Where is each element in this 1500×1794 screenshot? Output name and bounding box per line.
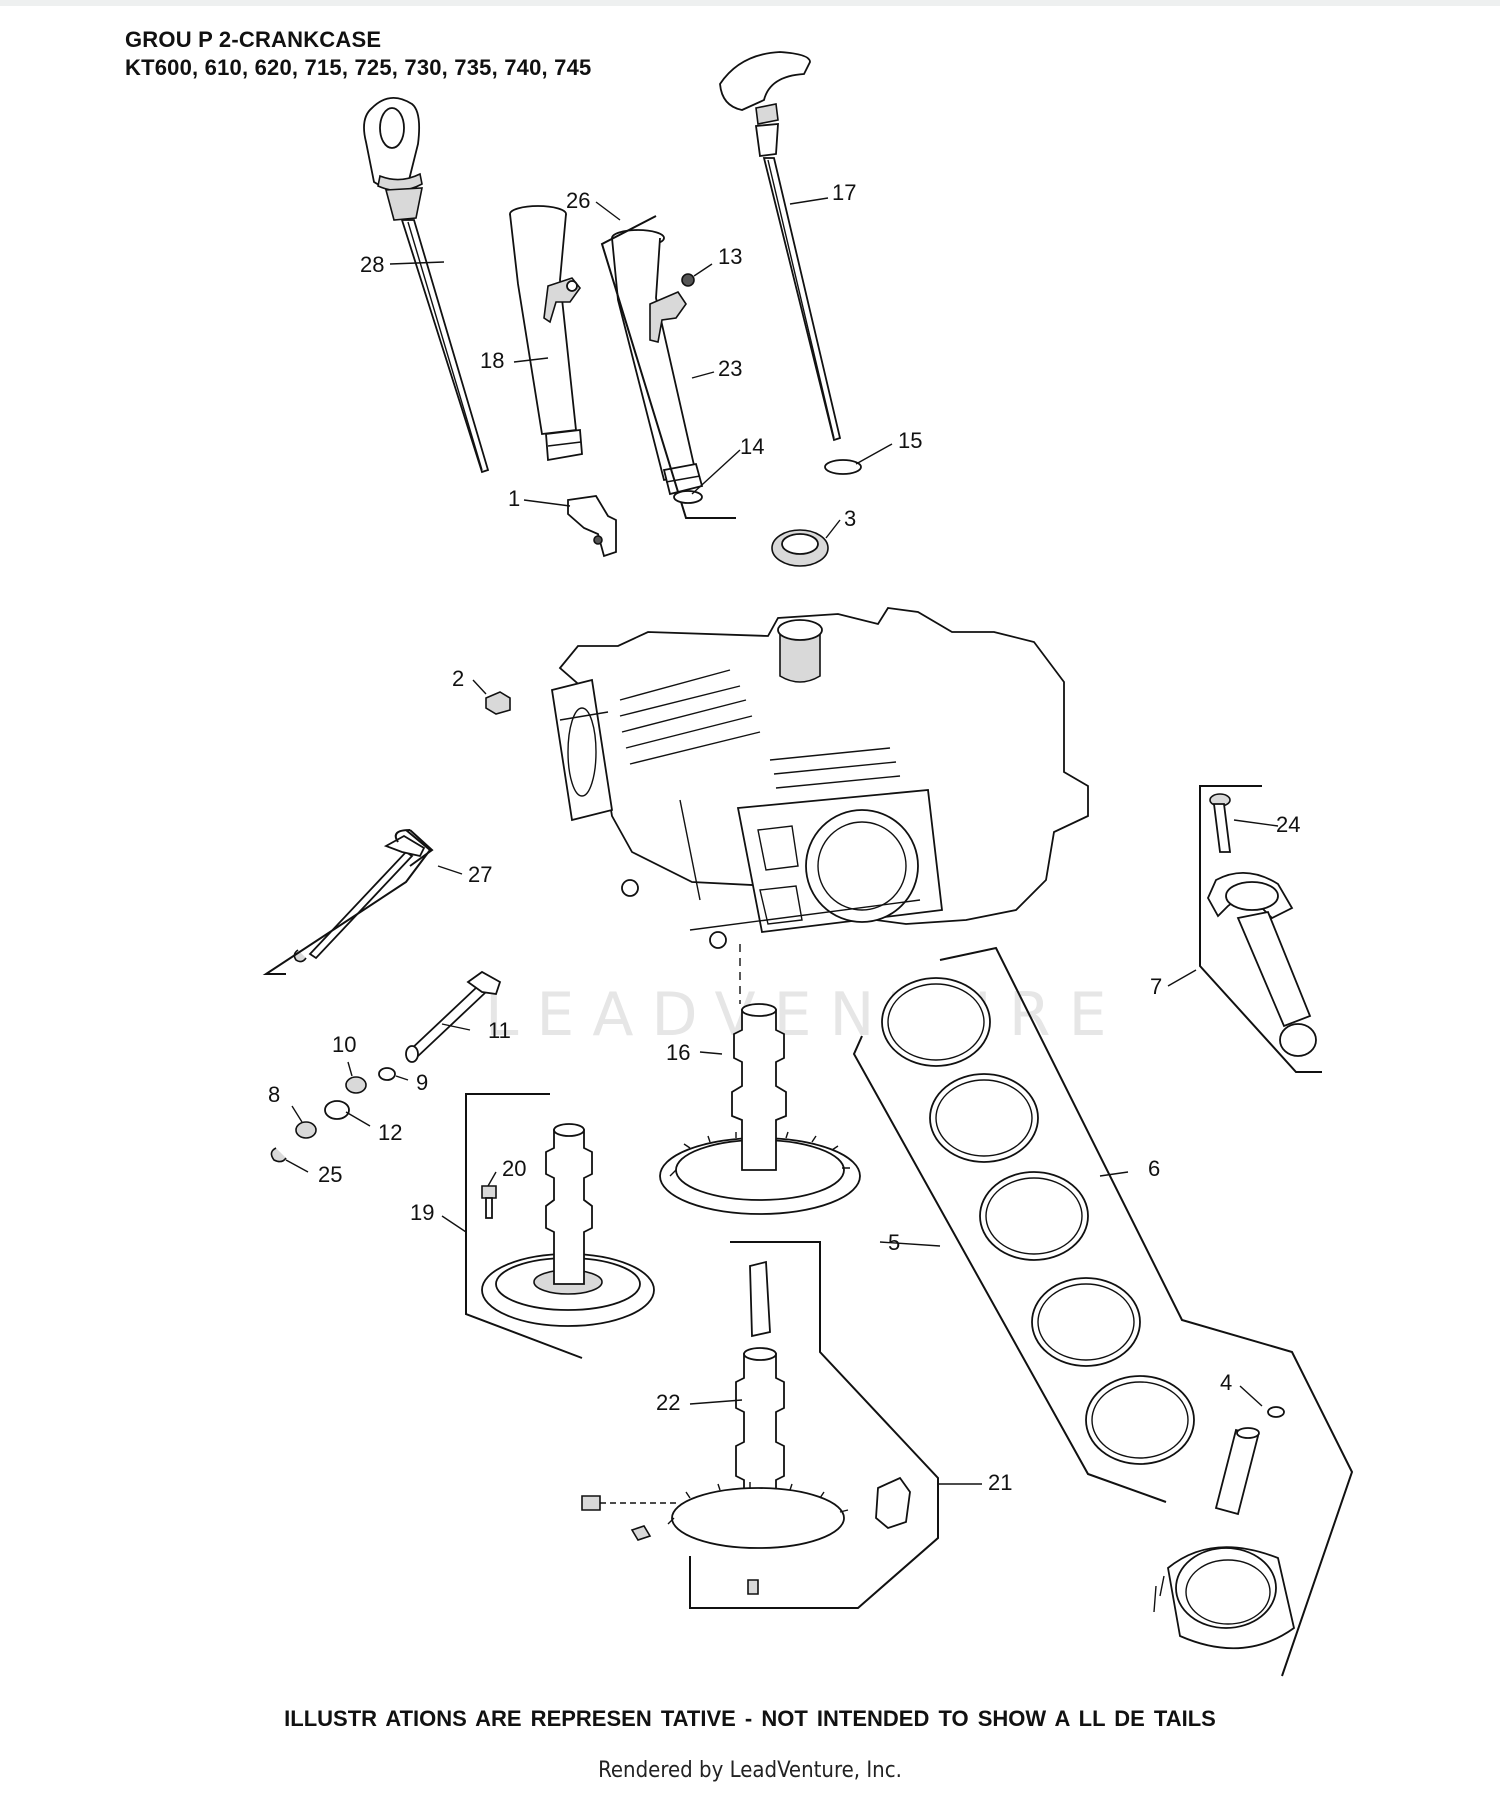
callout-labels: 1 2 3 4 5 6 7 8 9 10 11 12 13 14 15 16 1… — [268, 180, 1300, 1495]
piston-pin[interactable] — [1214, 1427, 1260, 1516]
callout-3[interactable]: 3 — [844, 506, 856, 531]
ring-5[interactable] — [1085, 1375, 1195, 1465]
callout-24[interactable]: 24 — [1276, 812, 1300, 837]
callout-14[interactable]: 14 — [740, 434, 764, 459]
callout-26[interactable]: 26 — [566, 188, 590, 213]
callout-2[interactable]: 2 — [452, 666, 464, 691]
nut-8[interactable] — [295, 1121, 317, 1139]
washer-9[interactable] — [378, 1067, 396, 1081]
washer-12[interactable] — [324, 1100, 350, 1120]
callout-27[interactable]: 27 — [468, 862, 492, 887]
piston[interactable] — [1153, 1546, 1296, 1650]
callout-21[interactable]: 21 — [988, 1470, 1012, 1495]
watermark-text: LEADVENTURE — [485, 980, 1125, 1050]
crankcase-block[interactable] — [550, 607, 1089, 949]
clip-4[interactable] — [1267, 1406, 1285, 1418]
bolt-20[interactable] — [481, 1185, 497, 1219]
ring-2[interactable] — [929, 1073, 1039, 1163]
callout-6[interactable]: 6 — [1148, 1156, 1160, 1181]
washer-10[interactable] — [345, 1076, 367, 1094]
lever-shaft-11[interactable] — [405, 970, 502, 1063]
callout-28[interactable]: 28 — [360, 252, 384, 277]
bracket-5 — [852, 1035, 1167, 1503]
bracket-26 — [600, 215, 736, 519]
bolt-13[interactable] — [681, 273, 695, 287]
clip-25[interactable] — [270, 1147, 287, 1163]
ring-1[interactable] — [881, 977, 991, 1067]
callout-4[interactable]: 4 — [1220, 1370, 1232, 1395]
piston-rings-6[interactable] — [881, 977, 1195, 1465]
callout-5[interactable]: 5 — [888, 1230, 900, 1255]
top-rule — [0, 0, 1500, 6]
washers — [270, 1067, 396, 1163]
oil-seal-3[interactable] — [771, 529, 829, 567]
bracket-27-outline — [262, 829, 432, 975]
bracket-7 — [1199, 785, 1322, 1073]
callout-18[interactable]: 18 — [480, 348, 504, 373]
connecting-rod-7[interactable] — [1206, 871, 1317, 1057]
callout-11[interactable]: 11 — [488, 1018, 511, 1043]
diagram-title: GROU P 2-CRANKCASE KT600, 610, 620, 715,… — [125, 26, 591, 82]
camshaft-16[interactable] — [659, 1003, 861, 1215]
bracket-6 — [939, 946, 1354, 1677]
callout-10[interactable]: 10 — [332, 1032, 356, 1057]
callout-19[interactable]: 19 — [410, 1200, 434, 1225]
camshaft-22[interactable] — [581, 1260, 911, 1595]
dipstick-tube-18[interactable] — [509, 205, 583, 462]
dipstick-tube-23[interactable] — [611, 229, 704, 496]
render-credit: Rendered by LeadVenture, Inc. — [598, 1758, 902, 1783]
callout-16[interactable]: 16 — [666, 1040, 690, 1065]
callout-17[interactable]: 17 — [832, 180, 856, 205]
callout-15[interactable]: 15 — [898, 428, 922, 453]
bolt-24[interactable] — [1209, 793, 1232, 853]
callout-9[interactable]: 9 — [416, 1070, 428, 1095]
clip-2[interactable] — [485, 691, 511, 715]
callout-22[interactable]: 22 — [656, 1390, 680, 1415]
camshaft-19[interactable] — [481, 1123, 655, 1327]
callout-leaders — [285, 197, 1279, 1485]
bracket-21 — [689, 1241, 939, 1609]
oring-15[interactable] — [824, 459, 862, 475]
callout-12[interactable]: 12 — [378, 1120, 402, 1145]
governor-shaft-27[interactable] — [293, 834, 426, 963]
disclaimer-note: ILLUSTR ATIONS ARE REPRESEN TATIVE - NOT… — [284, 1706, 1216, 1731]
callout-13[interactable]: 13 — [718, 244, 742, 269]
title-group: GROU P 2-CRANKCASE — [125, 27, 382, 52]
callout-1[interactable]: 1 — [508, 486, 520, 511]
oring-14[interactable] — [673, 490, 703, 504]
callout-20[interactable]: 20 — [502, 1156, 526, 1181]
callout-23[interactable]: 23 — [718, 356, 742, 381]
title-models: KT600, 610, 620, 715, 725, 730, 735, 740… — [125, 55, 592, 80]
ring-3[interactable] — [979, 1171, 1089, 1261]
dipstick-right[interactable] — [719, 51, 842, 442]
dipstick-left[interactable] — [363, 97, 490, 474]
callout-8[interactable]: 8 — [268, 1082, 280, 1107]
callout-7[interactable]: 7 — [1150, 974, 1162, 999]
bracket-1[interactable] — [567, 495, 617, 558]
ring-4[interactable] — [1031, 1277, 1141, 1367]
callout-25[interactable]: 25 — [318, 1162, 342, 1187]
